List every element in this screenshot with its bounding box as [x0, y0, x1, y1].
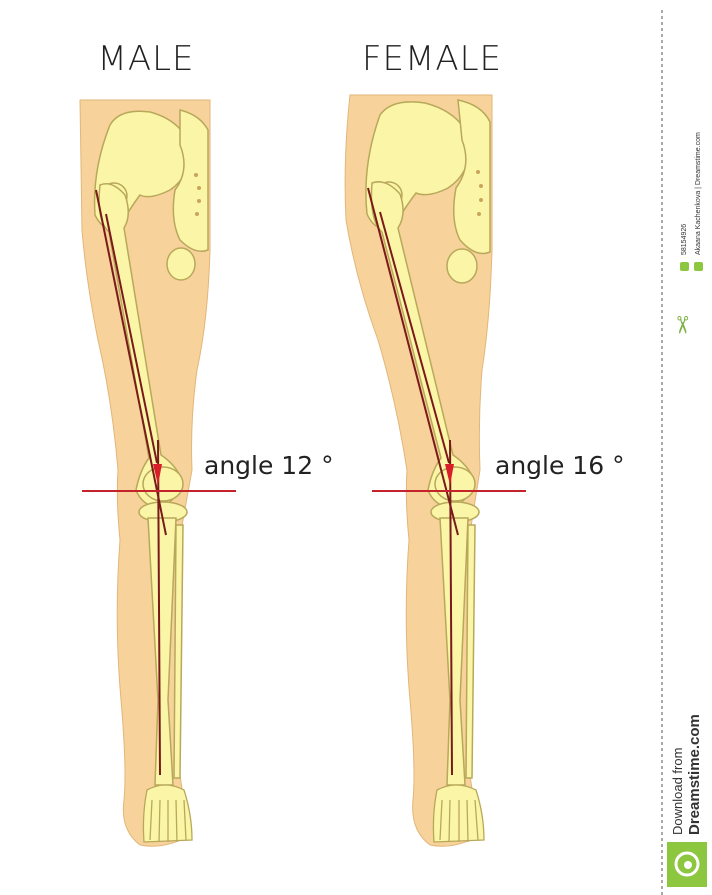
female-figure: FEMALE — [345, 39, 624, 846]
dreamstime-brand: Dreamstime.com — [686, 714, 703, 835]
download-from-text: Download from — [670, 748, 685, 835]
male-foot — [143, 785, 192, 842]
scissors-icon: ✂ — [668, 315, 695, 335]
image-id: 58154926 — [681, 224, 688, 255]
credit-badge-icon — [694, 262, 703, 271]
female-foot — [433, 785, 484, 842]
watermark-id-row: 58154926 — [680, 224, 689, 271]
male-figure: MALE — [80, 39, 334, 846]
female-title: FEMALE — [362, 39, 502, 79]
female-angle-label: angle 16 ° — [495, 451, 625, 480]
watermark-strip: ✂ 58154926 Akaana Kachenkova | Dreamstim… — [662, 10, 707, 895]
watermark-credit-row: Akaana Kachenkova | Dreamstime.com — [694, 132, 703, 271]
male-angle-label: angle 12 ° — [204, 451, 334, 480]
male-title: MALE — [97, 39, 194, 79]
id-badge-icon — [680, 262, 689, 271]
dreamstime-branding: Download from Dreamstime.com — [667, 714, 707, 887]
image-credit: Akaana Kachenkova | Dreamstime.com — [695, 132, 702, 255]
